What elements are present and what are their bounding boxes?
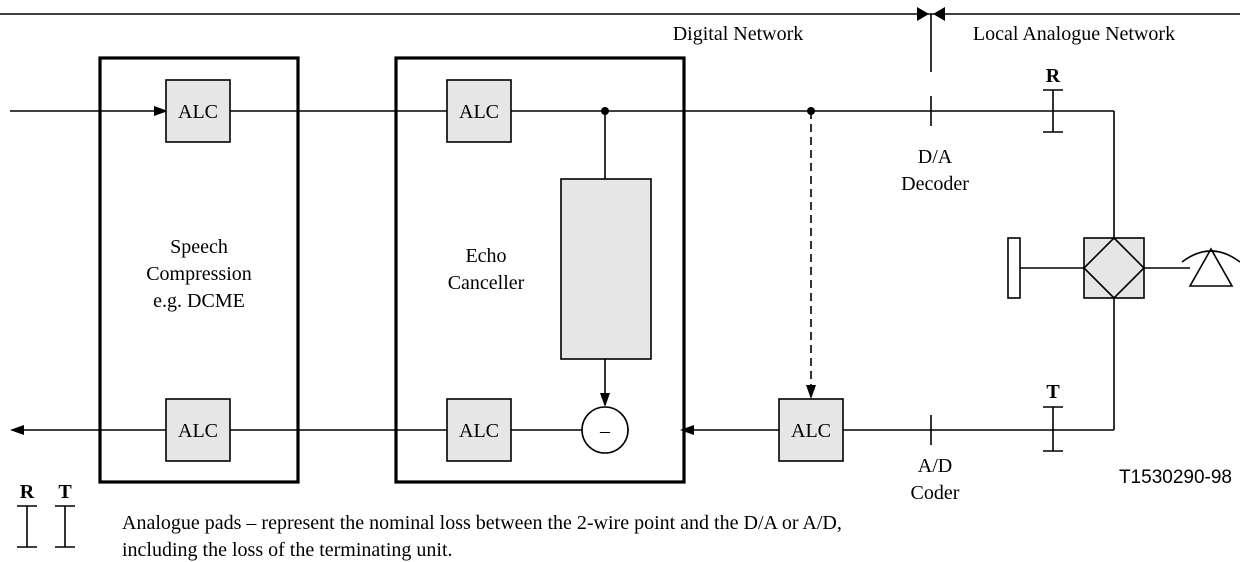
transmit-pad-label: T (1046, 381, 1060, 403)
speech-compression-label-line1: Speech (170, 236, 228, 258)
legend-text-line2: including the loss of the terminating un… (122, 539, 453, 561)
speech-compression-label-line3: e.g. DCME (153, 290, 245, 312)
earphone-arc (1181, 250, 1240, 263)
subtractor-symbol: – (599, 420, 611, 442)
adaptive-filter-block (560, 178, 652, 360)
receive-pad-label: R (1046, 65, 1061, 87)
subtractor-circle (581, 406, 629, 454)
local-analogue-network-label: Local Analogue Network (973, 23, 1175, 45)
alc-block: ALC (165, 398, 231, 462)
echo-canceller-box (394, 56, 686, 484)
speech-compression-label-line2: Compression (146, 263, 252, 285)
microphone-icon (1007, 237, 1021, 299)
digital-network-label: Digital Network (673, 23, 804, 45)
alc-block: ALC (446, 79, 512, 143)
alc-block: ALC (446, 398, 512, 462)
svg-text:T: T (58, 481, 72, 503)
receive-pad: R (1043, 65, 1063, 133)
svg-text:ALC: ALC (178, 101, 218, 123)
legend-t-pad-symbol: T (55, 481, 75, 548)
divider-arrow-right (933, 7, 945, 21)
legend-text-line1: Analogue pads – represent the nominal lo… (122, 512, 842, 534)
divider-arrow-left (917, 7, 929, 21)
decoder-label-line2: Decoder (901, 173, 969, 195)
svg-text:ALC: ALC (791, 420, 831, 442)
echo-canceller-label-line2: Canceller (448, 272, 525, 294)
coder-label-line1: A/D (918, 455, 952, 477)
speech-compression-box (98, 56, 300, 484)
decoder-label-line1: D/A (918, 146, 953, 168)
hybrid-transformer (1082, 236, 1146, 300)
earphone-icon (1188, 247, 1234, 287)
svg-text:ALC: ALC (459, 101, 499, 123)
svg-text:ALC: ALC (178, 420, 218, 442)
svg-text:ALC: ALC (459, 420, 499, 442)
alc-block: ALC (778, 398, 844, 462)
figure-id: T1530290-98 (1119, 467, 1232, 488)
coder-label-line2: Coder (911, 482, 960, 504)
echo-canceller-label-line1: Echo (465, 245, 506, 267)
alc-block: ALC (165, 79, 231, 143)
svg-text:R: R (20, 481, 35, 503)
transmit-pad: T (1043, 381, 1063, 452)
legend-r-pad-symbol: R (17, 481, 37, 548)
